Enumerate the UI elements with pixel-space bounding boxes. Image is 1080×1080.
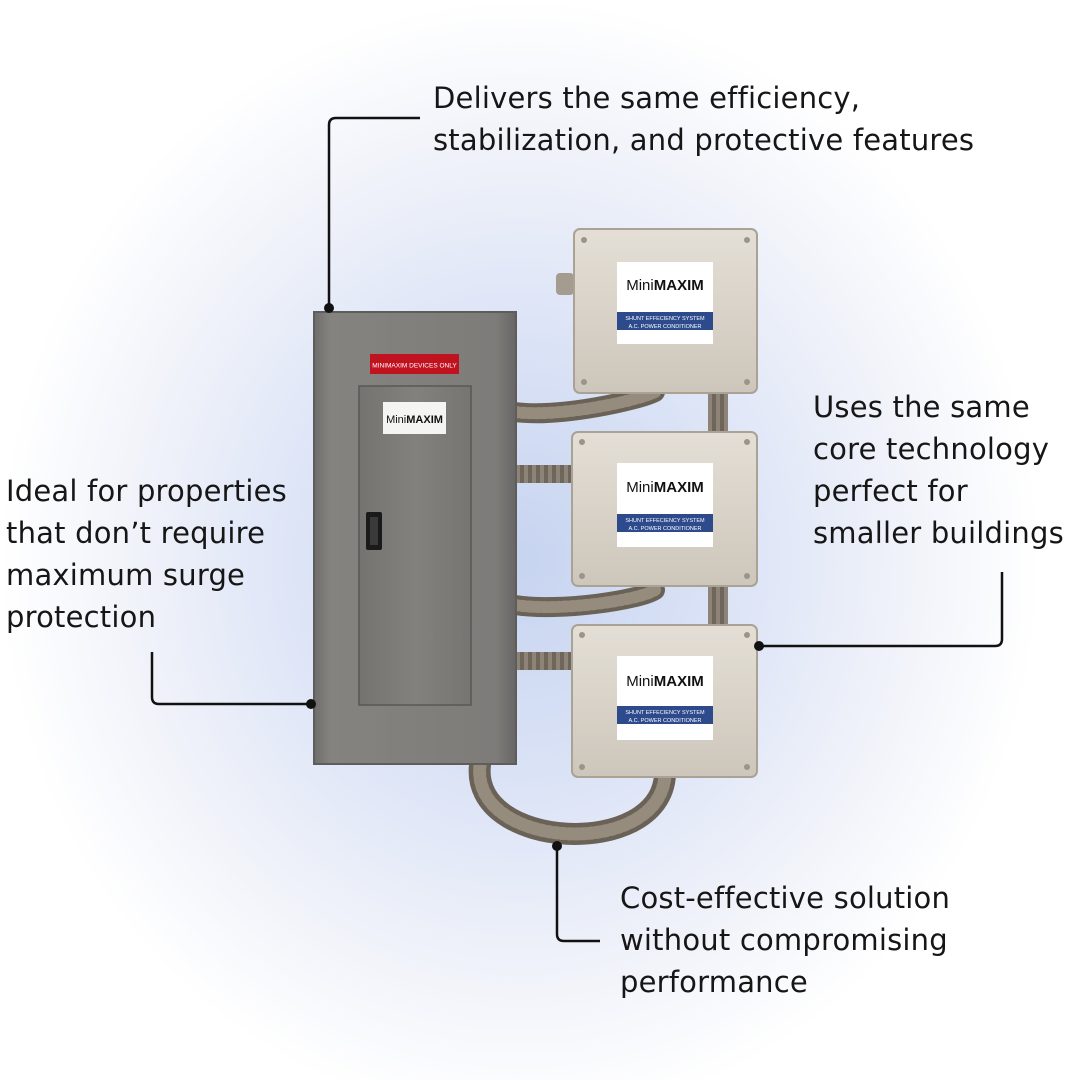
conditioner-unit-2: MiniMAXIM SHUNT EFFECIENCY SYSTEM A.C. P…: [571, 431, 758, 587]
panel-warning-text: MINIMAXIM DEVICES ONLY: [372, 363, 457, 370]
unit1-brand-mini: Mini: [626, 277, 654, 294]
callout-efficiency: Delivers the same efficiency, stabilizat…: [433, 81, 975, 157]
svg-text:MiniMAXIM: MiniMAXIM: [626, 673, 704, 690]
unit2-brand-maxim: MAXIM: [654, 479, 704, 496]
leader-top-dot: [324, 303, 334, 313]
unit3-line2: A.C. POWER CONDITIONER: [628, 718, 701, 724]
unit2-line2: A.C. POWER CONDITIONER: [628, 526, 701, 532]
unit3-brand-maxim: MAXIM: [654, 673, 704, 690]
leader-right-dot: [754, 641, 764, 651]
panel-brand-plate: [383, 402, 446, 434]
breaker-panel: MINIMAXIM DEVICES ONLY MiniMAXIM: [313, 311, 517, 765]
conditioner-unit-3: MiniMAXIM SHUNT EFFECIENCY SYSTEM A.C. P…: [571, 624, 758, 778]
unit3-line1: SHUNT EFFECIENCY SYSTEM: [625, 710, 705, 716]
leader-top: [327, 116, 420, 308]
unit2-brand-mini: Mini: [626, 479, 654, 496]
callout-ideal-properties: Ideal for properties that don’t require …: [6, 474, 287, 634]
unit1-line1: SHUNT EFFECIENCY SYSTEM: [625, 316, 705, 322]
leader-bottom: [555, 846, 600, 943]
panel-brand-mini: Mini: [386, 414, 406, 426]
leader-left-dot: [306, 699, 316, 709]
leader-right: [759, 572, 1004, 648]
unit1-brand-maxim: MAXIM: [654, 277, 704, 294]
svg-text:MiniMAXIM: MiniMAXIM: [626, 479, 704, 496]
unit3-brand-mini: Mini: [626, 673, 654, 690]
leader-lines: [150, 116, 1004, 943]
unit2-line1: SHUNT EFFECIENCY SYSTEM: [625, 518, 705, 524]
callout-core-technology: Uses the same core technology perfect fo…: [813, 390, 1064, 550]
conduits: [468, 273, 728, 845]
conditioner-unit-1: MiniMAXIM SHUNT EFFECIENCY SYSTEM A.C. P…: [573, 228, 758, 394]
svg-text:MiniMAXIM: MiniMAXIM: [386, 414, 443, 426]
panel-warning-label: [370, 354, 459, 374]
unit1-line2: A.C. POWER CONDITIONER: [628, 324, 701, 330]
leader-left: [150, 652, 311, 706]
svg-text:MiniMAXIM: MiniMAXIM: [626, 277, 704, 294]
callout-cost-effective: Cost-effective solution without compromi…: [620, 881, 951, 999]
panel-brand-maxim: MAXIM: [406, 414, 443, 426]
leader-bottom-dot: [552, 841, 562, 851]
